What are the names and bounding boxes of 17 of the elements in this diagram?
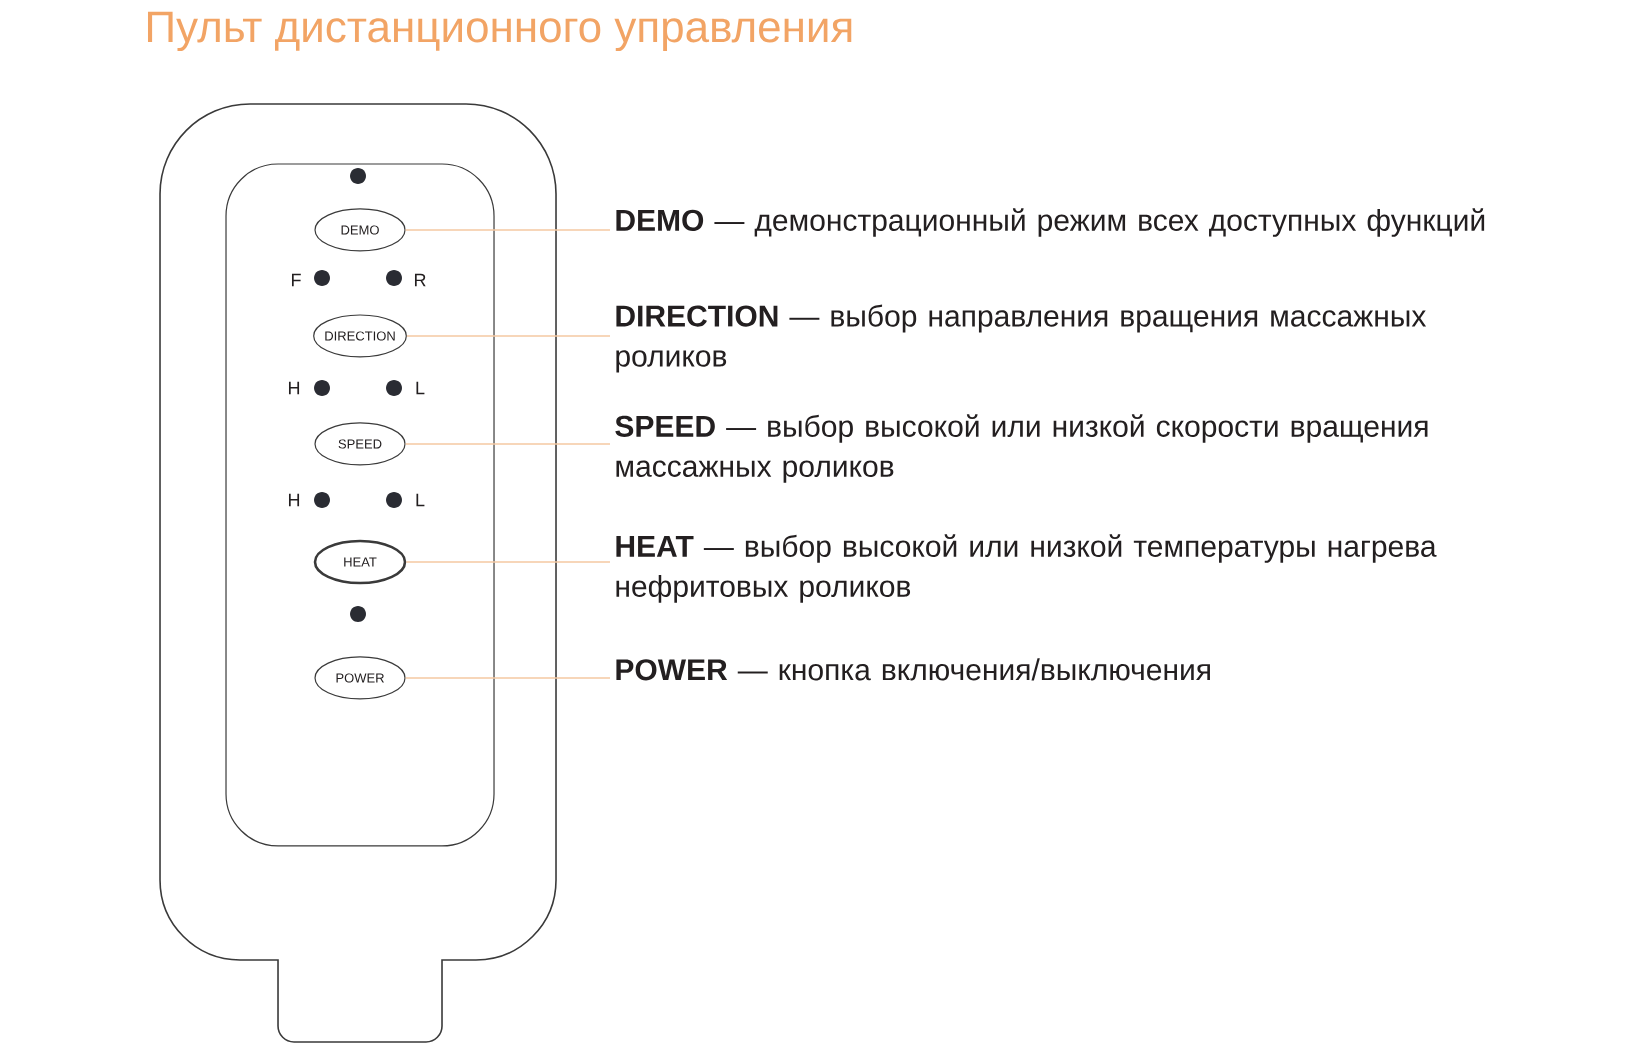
led-label: H [289, 493, 300, 507]
leader-line [406, 335, 611, 337]
description-text: SPEED — выбор высокой или низкой скорости вращения массажных роликов [615, 414, 1428, 483]
led-label: R [415, 273, 426, 287]
leader-line [404, 677, 611, 679]
description-text: DEMO — демонстрационный режим всех доступных функций [616, 208, 1485, 237]
led-label: F [292, 273, 301, 287]
description-text: HEAT — выбор высокой или низкой температуры нагрева нефритовых роликов [616, 534, 1437, 603]
description-text: DIRECTION — выбор направления вращения массажных роликов [616, 304, 1427, 373]
leader-line [405, 561, 611, 563]
title: Пульт дистанционного управления [148, 11, 852, 52]
leader-line [404, 443, 611, 445]
led-label: L [416, 493, 425, 507]
leader-line [404, 229, 611, 231]
description-text: POWER — кнопка включения/выключения [616, 658, 1210, 681]
led-label: H [289, 381, 300, 395]
led-label: L [416, 381, 425, 395]
